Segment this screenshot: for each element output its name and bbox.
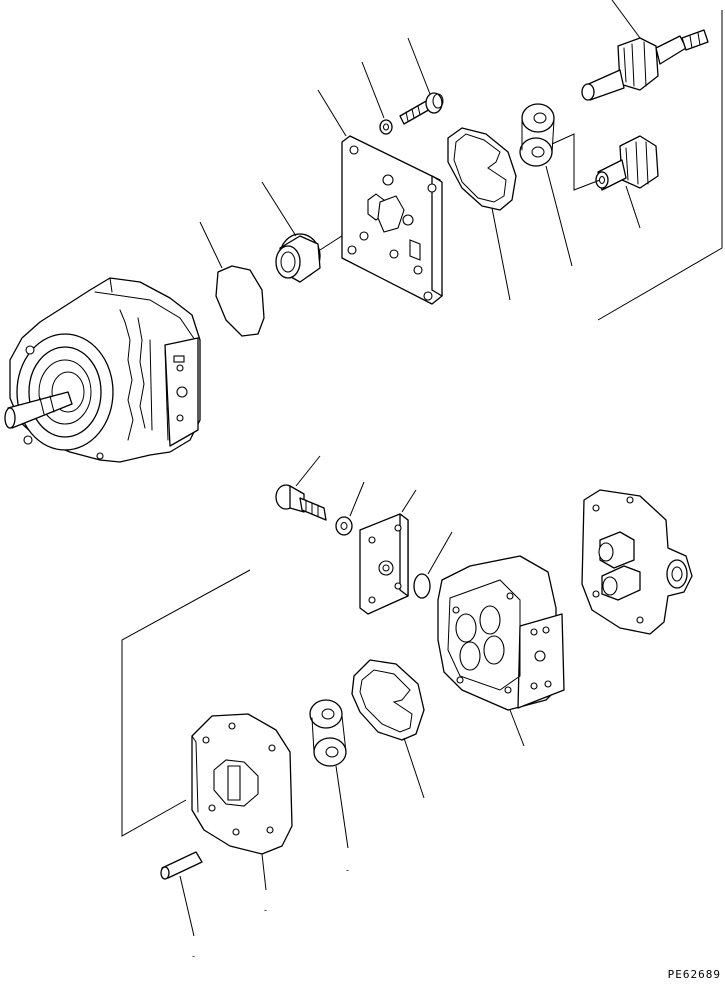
seal-gasket-lower: [351, 659, 425, 799]
bracket-lines-lower: [121, 569, 251, 837]
cover-plate-upper: [317, 89, 443, 305]
end-cover-lower: [581, 489, 693, 635]
driven-gear-upper: [595, 135, 659, 229]
callout-label: -: [264, 905, 267, 915]
bushing-pair-upper: [519, 103, 573, 267]
o-ring-upper: [199, 221, 265, 337]
washer-lower: [335, 481, 365, 536]
callout-label: -: [192, 951, 195, 961]
drawing-code-label: PE62689: [667, 968, 721, 981]
bushing-pair-lower: [309, 699, 349, 849]
dowel-pin: [160, 851, 203, 937]
bolt-upper: [399, 37, 444, 125]
washer-upper: [361, 61, 393, 135]
drive-gear-upper: [581, 0, 709, 101]
pump-body-assembly: [9, 277, 201, 463]
drive-shaft: [4, 391, 73, 429]
flange-plate-lower: [359, 489, 417, 615]
callout-label: -: [346, 865, 349, 875]
o-ring-small-lower: [413, 531, 453, 599]
bracket-lines-upper: [551, 10, 723, 321]
front-flange-lower: [191, 713, 293, 891]
bolt-lower: [275, 455, 327, 521]
spline-coupling: [261, 181, 383, 283]
seal-gasket-upper: [447, 127, 517, 301]
pump-body-lower: [437, 555, 565, 747]
